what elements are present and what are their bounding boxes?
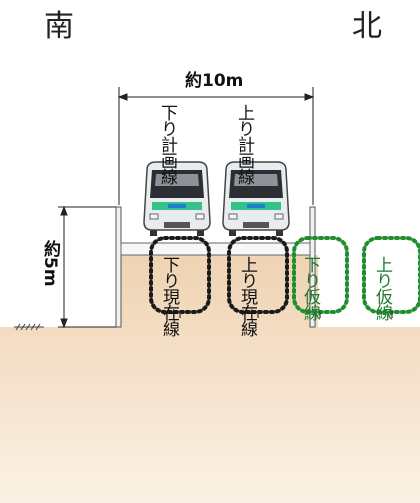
width-dimension <box>117 87 315 205</box>
current-down-label: 下り現在線 <box>159 256 179 336</box>
north-label: 北 <box>352 9 382 44</box>
temp-up-label: 上り仮線 <box>372 256 392 320</box>
depth-dimension <box>58 205 116 329</box>
planned-up-label: 上り計画線 <box>234 104 254 184</box>
current-up-label: 上り現在線 <box>237 256 257 336</box>
south-label: 南 <box>44 9 74 44</box>
deck-slab <box>120 242 311 256</box>
retaining-walls <box>115 206 316 328</box>
planned-down-label: 下り計画線 <box>157 104 177 184</box>
width-dimension-label: 約10m <box>185 71 244 91</box>
train-up-icon <box>222 161 290 236</box>
ground-hatch-icon <box>14 323 44 331</box>
depth-dimension-label: 約5m <box>40 240 60 287</box>
train-down-icon <box>143 161 211 236</box>
rail-marks <box>179 311 393 318</box>
temp-down-label: 下り仮線 <box>300 256 320 320</box>
